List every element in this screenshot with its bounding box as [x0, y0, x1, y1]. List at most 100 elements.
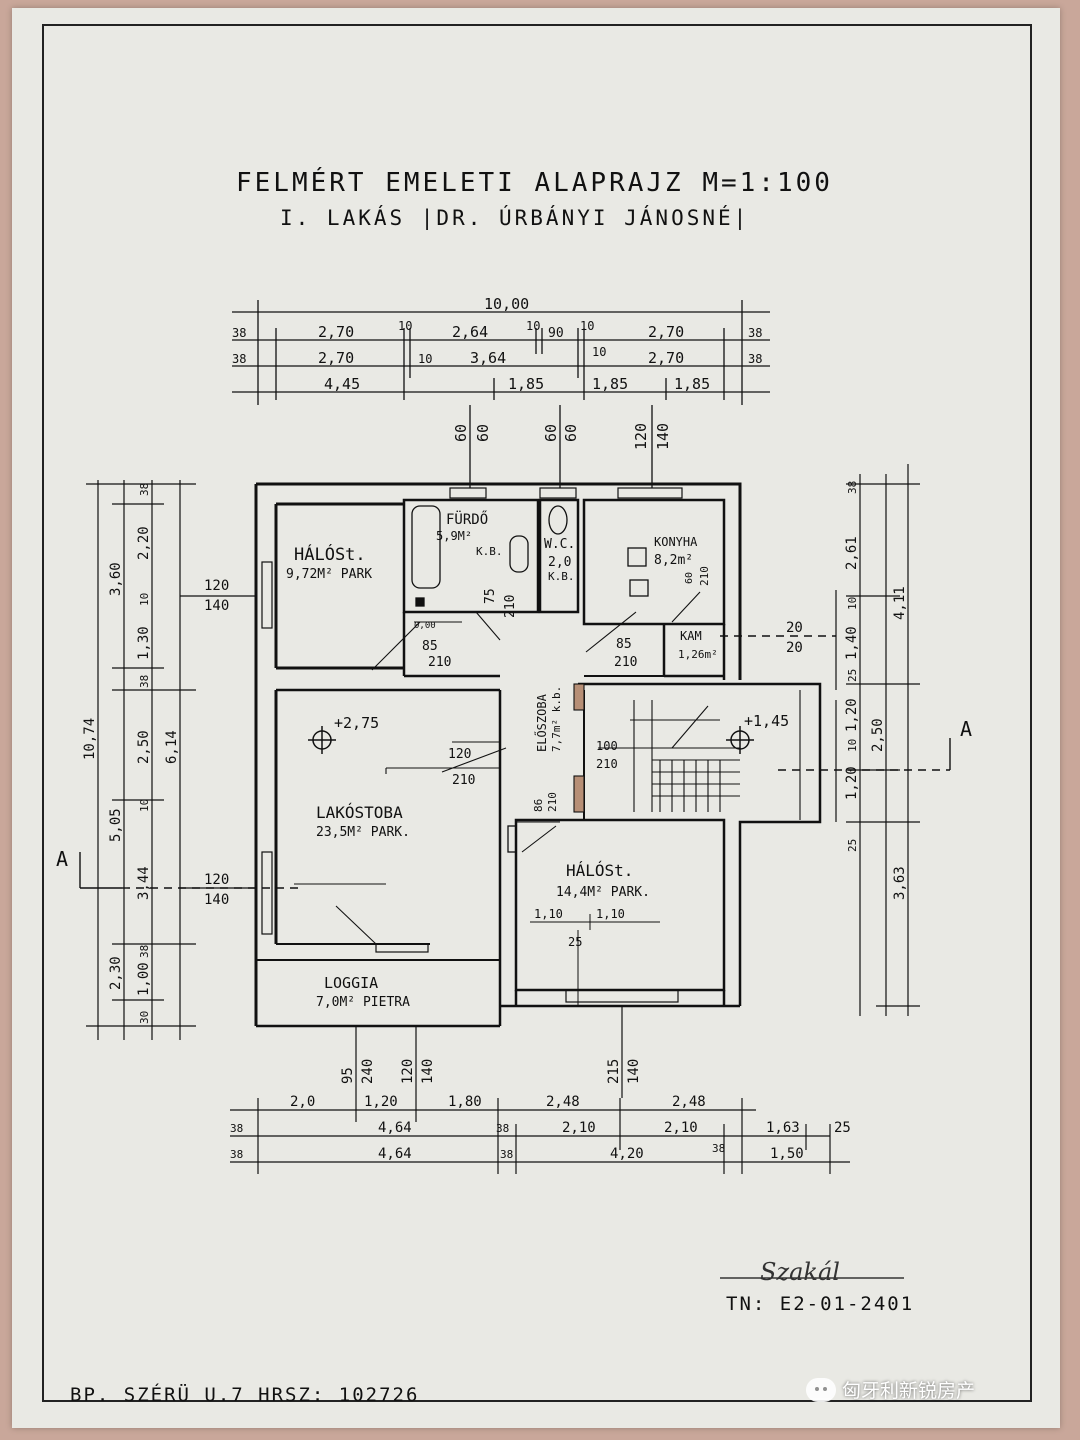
dim: 100 [596, 739, 618, 753]
room-area: 7,7m² k.b. [550, 686, 563, 752]
dim: 38 [138, 675, 151, 688]
wechat-icon [806, 1377, 836, 1402]
level-value: +1,45 [744, 712, 789, 730]
dim: 140 [204, 892, 229, 908]
dim: 1,10 [596, 907, 625, 921]
dim: 6,14 [164, 730, 180, 764]
dim: 38 [500, 1148, 513, 1161]
left-dim-texts: 10,74 3,60 5,05 2,30 38 2,20 10 1,30 38 … [56, 483, 972, 1024]
dim: 2,10 [664, 1120, 698, 1136]
room-floor: K.B. [476, 545, 503, 558]
room-name: LAKÓSTOBA [316, 803, 403, 822]
room-name: KAM [680, 629, 702, 643]
dim: 1,00 [136, 962, 152, 996]
dim: 120 [204, 578, 229, 594]
dim: 10 [592, 345, 606, 359]
dim: 10 [138, 799, 151, 812]
drawing-frame [42, 24, 1032, 1402]
dim: 38 [748, 326, 762, 340]
dim: 60 [542, 424, 560, 442]
drawing-number: TN: E2-01-2401 [726, 1293, 915, 1315]
dim: 210 [503, 595, 518, 618]
dim: 2,10 [562, 1120, 596, 1136]
dim: 25 [834, 1120, 851, 1136]
top-dimensions [232, 300, 770, 488]
dim: 38 [232, 326, 246, 340]
watermark-text: 匈牙利新锐房产 [842, 1380, 976, 1402]
dim: 2,48 [672, 1094, 706, 1110]
watermark: 匈牙利新锐房产 [806, 1376, 975, 1403]
dim: 4,11 [892, 586, 908, 620]
dim: 10,74 [82, 718, 98, 760]
dim: 1,30 [136, 626, 152, 660]
windows [261, 487, 683, 1003]
room-name: LOGGIA [324, 974, 378, 992]
bed2-dim-lines [530, 914, 660, 1006]
dim: 2,70 [648, 323, 684, 341]
bottom-dim-texts: 2,0 1,20 1,80 2,48 2,48 38 4,64 38 2,10 … [230, 1059, 851, 1162]
room-area: 5,9M² [436, 529, 472, 543]
dim: 2,50 [870, 718, 886, 752]
dim: 1,85 [508, 375, 544, 393]
dim: 2,0 [290, 1094, 315, 1110]
dim: 2,64 [452, 323, 488, 341]
dim: 10 [398, 319, 412, 333]
dim: 2,70 [318, 349, 354, 367]
dim: 10 [138, 593, 151, 606]
right-dimensions [835, 464, 920, 1016]
address-footer: BP. SZÉRÜ U.7 HRSZ: 102726 [70, 1384, 420, 1406]
room-labels: HÁLÓSt. 9,72M² PARK FÜRDŐ 5,9M² K.B. W.C… [286, 510, 789, 1010]
room-area: 8,2m² [654, 553, 693, 568]
room-name: KONYHA [654, 535, 698, 549]
dim: 210 [698, 566, 711, 586]
section-label-right: A [960, 717, 972, 741]
dim: 90 [548, 326, 564, 341]
room-floor: K.B. [548, 570, 575, 583]
level-markers [308, 726, 754, 754]
dim: 1,20 [844, 698, 860, 732]
dim: 240 [360, 1059, 376, 1084]
dim: 60 [474, 424, 492, 442]
dim: 30 [138, 1011, 151, 1024]
left-dimensions [86, 480, 256, 1040]
dim: 10 [526, 319, 540, 333]
dim: 10 [418, 352, 432, 366]
dim: 140 [626, 1059, 642, 1084]
dim: 38 [748, 352, 762, 366]
dim: 38 [496, 1122, 509, 1135]
dim: 38 [138, 945, 151, 958]
dim: 1,50 [770, 1146, 804, 1162]
dim: 1,20 [364, 1094, 398, 1110]
bottom-dimensions [230, 1006, 850, 1174]
dim: 86 [532, 799, 545, 812]
dim: 140 [204, 598, 229, 614]
room-area: 23,5M² PARK. [316, 825, 410, 840]
room-name: ELŐSZOBA [534, 693, 549, 752]
dim: 210 [596, 757, 618, 771]
dim: 1,20 [844, 766, 860, 800]
dim: 3,60 [108, 562, 124, 596]
dim: 140 [420, 1059, 436, 1084]
dim: 20 [786, 620, 803, 636]
room-name: HÁLÓSt. [294, 543, 366, 565]
dim: 120 [204, 872, 229, 888]
section-label-left: A [56, 847, 68, 871]
dim: 60 [684, 572, 695, 584]
dim: 38 [230, 1122, 243, 1135]
dim: 1,85 [592, 375, 628, 393]
dim: 4,64 [378, 1120, 412, 1136]
dim: 2,48 [546, 1094, 580, 1110]
dim: 60 [562, 424, 580, 442]
dim: 4,64 [378, 1146, 412, 1162]
door-swings [294, 591, 701, 945]
dim: 38 [230, 1148, 243, 1161]
dim: 38 [138, 483, 151, 496]
dim: 1,63 [766, 1120, 800, 1136]
room-area: 2,0 [548, 555, 571, 570]
dim: 5,05 [108, 808, 124, 842]
room-area: 1,26m² [678, 648, 718, 661]
dim: 75 [483, 588, 498, 604]
dim: 3,63 [892, 866, 908, 900]
room-area: 9,72M² PARK [286, 567, 372, 582]
